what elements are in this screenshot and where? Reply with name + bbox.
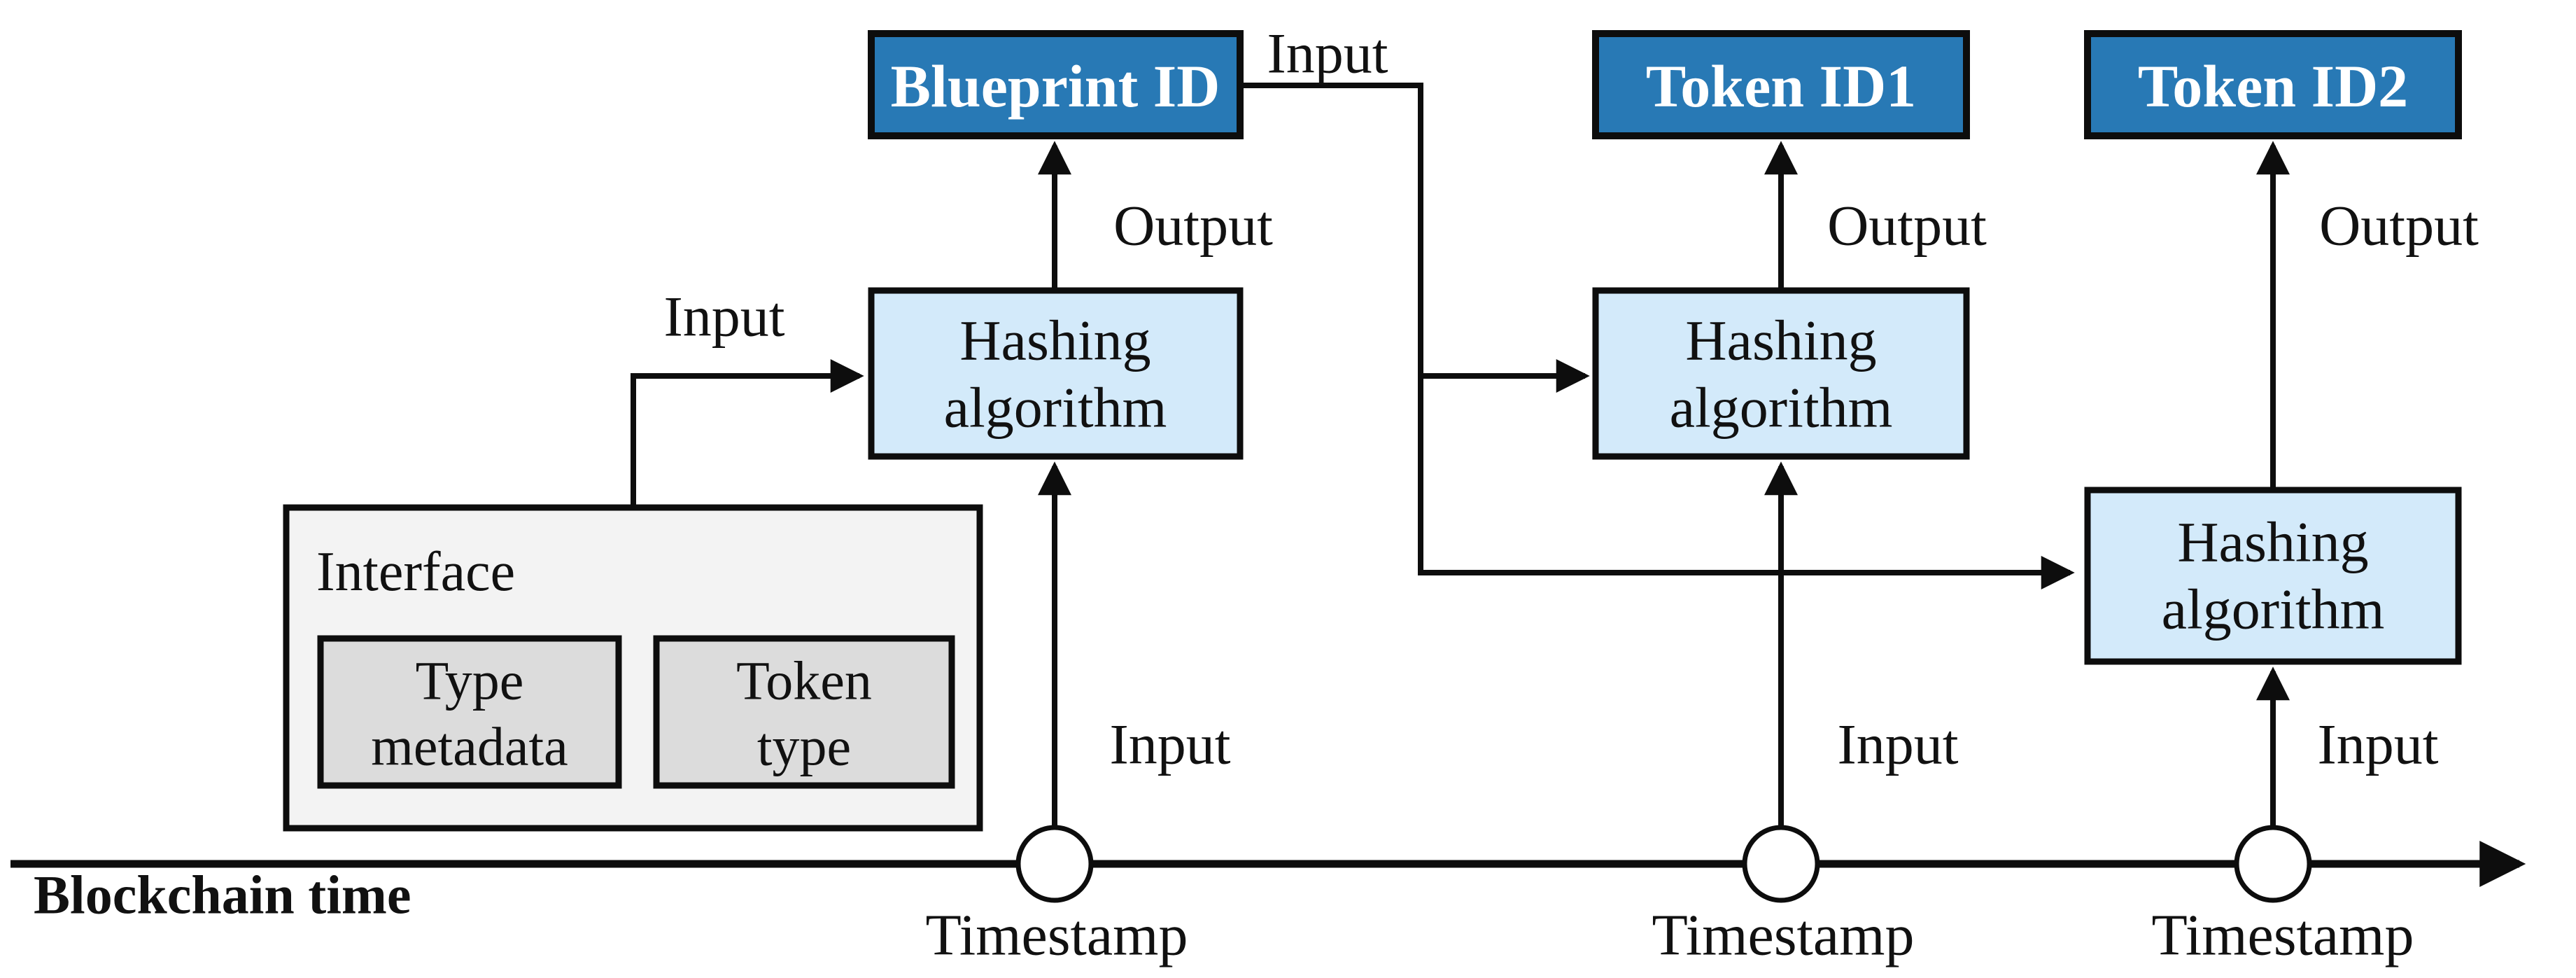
token-id2-label: Token ID2: [2138, 53, 2408, 120]
timestamp-circle-2: [1742, 825, 1820, 903]
type-metadata-line1: Type: [416, 650, 524, 711]
token-id1-label: Token ID1: [1646, 53, 1916, 120]
hashing2-line2: algorithm: [1670, 376, 1893, 440]
input-label-timestamp1: Input: [1109, 713, 1230, 776]
edge-interface-to-hash1: [631, 359, 864, 508]
type-metadata-line2: metadata: [371, 716, 568, 777]
blockchain-time-label: Blockchain time: [34, 865, 411, 925]
token-id1-box: [1592, 30, 1970, 139]
hashing2-line1: Hashing: [1685, 309, 1876, 372]
input-label-blueprint: Input: [1267, 22, 1388, 85]
output-label-token1: Output: [1827, 194, 1987, 258]
interface-label: Interface: [316, 541, 515, 603]
hashing-box-1: [868, 287, 1244, 460]
output-label-blueprint: Output: [1113, 194, 1273, 258]
timestamp-circle-3: [2234, 825, 2312, 903]
timestamp-label-3: Timestamp: [2152, 903, 2414, 968]
blueprint-id-box: [868, 30, 1244, 139]
edge-blueprint-to-hash3: [1240, 83, 2075, 589]
token-type-line1: Token: [736, 650, 872, 711]
hashing1-line2: algorithm: [944, 376, 1167, 440]
input-label-timestamp3: Input: [2317, 713, 2438, 776]
output-label-token2: Output: [2319, 194, 2479, 258]
timestamp-circle-1: [1015, 825, 1094, 903]
input-label-interface: Input: [663, 285, 784, 349]
token-id2-box: [2084, 30, 2462, 139]
hashing-box-3: [2084, 487, 2462, 665]
input-label-timestamp2: Input: [1837, 713, 1958, 776]
hashing3-line1: Hashing: [2177, 510, 2368, 574]
blueprint-id-label: Blueprint ID: [891, 53, 1220, 120]
token-type-line2: type: [757, 716, 851, 777]
timestamp-label-2: Timestamp: [1652, 903, 1915, 968]
hashing-box-2: [1592, 287, 1970, 460]
hashing3-line2: algorithm: [2162, 578, 2385, 641]
token-type-box: [653, 635, 955, 789]
type-metadata-box: [317, 635, 622, 789]
timestamp-label-1: Timestamp: [926, 903, 1188, 968]
hashing1-line1: Hashing: [959, 309, 1150, 372]
